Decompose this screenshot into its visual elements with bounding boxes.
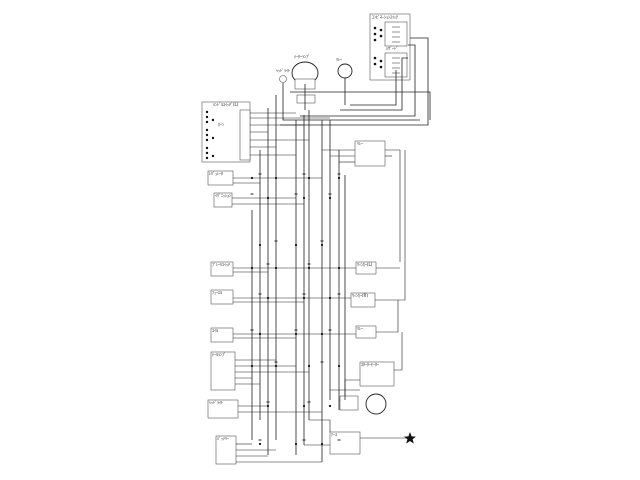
brake-switch: ﾌﾞﾚｰｷｽｲｯﾁ [210, 261, 234, 277]
junction-dot [258, 442, 262, 446]
indicator-lamp: ﾘﾚｰ [336, 57, 353, 79]
combination-switch-block: ｺﾝﾋﾞﾈｰｼｮﾝｽｲｯﾁ ﾊｻﾞｰﾄﾞ [369, 13, 411, 81]
meter-lamp-label: ﾒｰﾀｰﾗﾝﾌﾟ [294, 53, 310, 59]
relay-right: ﾘﾚｰ [355, 325, 377, 339]
junction-dot [320, 442, 324, 446]
ignition-unit: ｲｸﾞﾆｯｼｮﾝ [213, 192, 233, 208]
regulator-label: ﾚｷﾞｭﾚｰﾀ [209, 170, 223, 176]
junction-dot [328, 296, 332, 300]
junction-dot [250, 176, 254, 180]
junction-dot [250, 266, 254, 270]
horn-label: ﾎｰﾝ [218, 122, 224, 127]
junction-dot [328, 404, 332, 408]
junction-dot [294, 332, 298, 336]
junction-dot [250, 364, 254, 368]
junction-dot [302, 196, 306, 200]
ignition-label: ｲｸﾞﾆｯｼｮﾝ [215, 192, 231, 198]
junction-dot [266, 196, 270, 200]
winker-right: ｳｨﾝｶｰ(R) [350, 292, 376, 308]
ground-star-icon [404, 432, 416, 444]
junction-dot [337, 364, 341, 368]
tail-lamp-unit: ﾃｰﾙﾗﾝﾌﾟ [210, 351, 236, 391]
junction-dot [337, 266, 341, 270]
fuel-sender: ﾌｭｰｴﾙ [210, 289, 234, 305]
junction-dot [302, 296, 306, 300]
pilot-lamp: ﾍｯﾄﾞﾗｲﾄ [276, 68, 290, 83]
junction-dot [258, 243, 262, 247]
relay-right-label: ﾘﾚｰ [357, 326, 363, 331]
junction-dot [307, 266, 311, 270]
pilot-lamp-label: ﾍｯﾄﾞﾗｲﾄ [276, 68, 290, 73]
coil-label: ｺｲﾙ [212, 328, 218, 333]
battery-label: ﾊﾞｯﾃﾘｰ [217, 435, 229, 441]
junction-dot [307, 364, 311, 368]
junction-dot [258, 332, 262, 336]
junction-dot [320, 332, 324, 336]
left-handlebar-switch: ﾊﾝﾄﾞﾙｽｲｯﾁﾞ(L) ﾎｰﾝ [201, 101, 251, 163]
junction-dot [266, 296, 270, 300]
junction-dot [294, 442, 298, 446]
starter-motor-label: ｽﾀｰﾀｰﾓｰﾀｰ [361, 361, 379, 367]
brake-switch-label: ﾌﾞﾚｰｷｽｲｯﾁ [212, 262, 230, 267]
junction-dot [274, 176, 278, 180]
ground-junction: ｱｰｽ [329, 431, 361, 455]
wire-harness [232, 37, 431, 463]
connector-ticks [250, 173, 341, 446]
winker-relay-unit: ﾘﾚｰ [354, 140, 386, 167]
headlamp-harness: ﾍｯﾄﾞﾗｲﾄ [207, 399, 239, 419]
junction-dot [274, 266, 278, 270]
relay-unit-label: ﾘﾚｰ [357, 141, 363, 146]
indicator-lamp-label: ﾘﾚｰ [336, 57, 342, 62]
junction-dot [307, 176, 311, 180]
winker-left: ｳｨﾝｶｰ(L) [355, 261, 377, 275]
coil-unit: ｺｲﾙ [210, 327, 234, 343]
junction-dot [302, 404, 306, 408]
combination-switch-sublabel: ﾊｻﾞｰﾄﾞ [386, 46, 398, 51]
regulator: ﾚｷﾞｭﾚｰﾀ [207, 170, 234, 186]
junction-dot [294, 243, 298, 247]
left-switch-label: ﾊﾝﾄﾞﾙｽｲｯﾁﾞ(L) [213, 102, 239, 107]
ground-label: ｱｰｽ [331, 432, 337, 437]
junction-dot [320, 243, 324, 247]
junction-dot [337, 176, 341, 180]
junction-dot [328, 196, 332, 200]
winker-left-label: ｳｨﾝｶｰ(L) [357, 261, 373, 267]
junction-dot [274, 364, 278, 368]
battery-unit: ﾊﾞｯﾃﾘｰ [215, 435, 237, 465]
winker-right-label: ｳｨﾝｶｰ(R) [352, 292, 368, 298]
combination-switch-label: ｺﾝﾋﾞﾈｰｼｮﾝｽｲｯﾁ [372, 15, 398, 20]
starter-motor: ｽﾀｰﾀｰﾓｰﾀｰ [339, 361, 395, 415]
fuel-label: ﾌｭｰｴﾙ [212, 290, 222, 295]
headlamp-label: ﾍｯﾄﾞﾗｲﾄ [209, 400, 223, 405]
junction-dot [266, 404, 270, 408]
tail-lamp-label: ﾃｰﾙﾗﾝﾌﾟ [212, 351, 226, 357]
